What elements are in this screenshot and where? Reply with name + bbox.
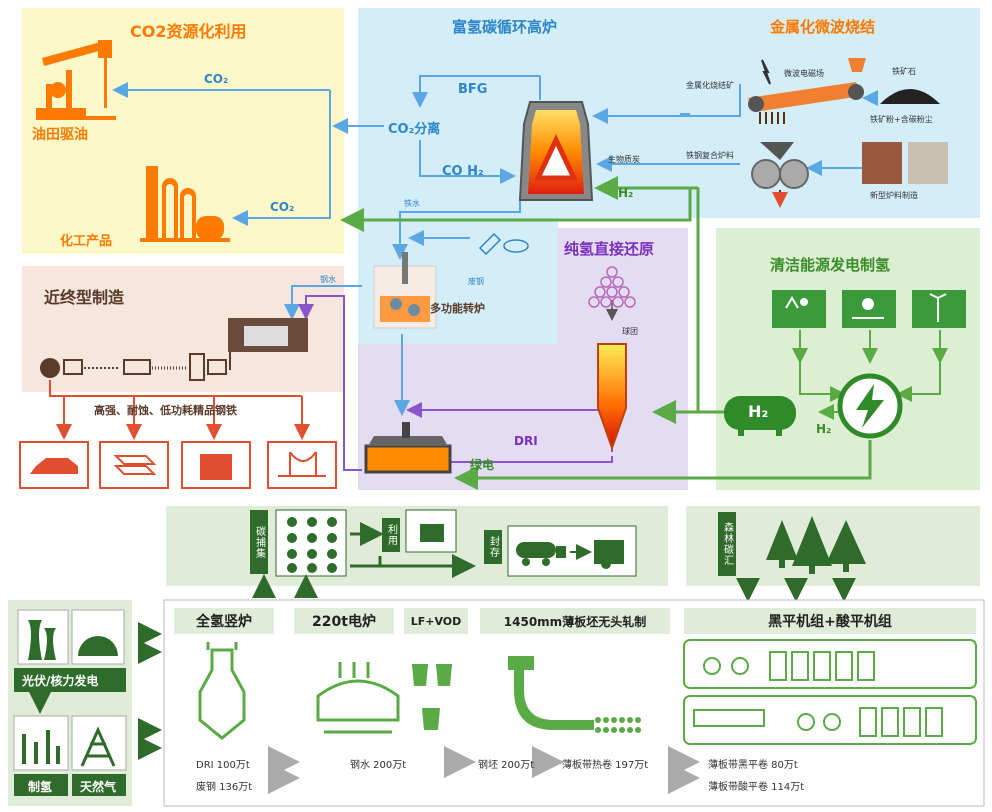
nearnet-line-icon — [40, 318, 308, 381]
scrap-label: 废钢 — [468, 277, 484, 286]
co2-title: CO2资源化利用 — [130, 22, 247, 41]
co-h2-label: CO H₂ — [442, 164, 484, 179]
chem-product-label: 化工产品 — [60, 234, 113, 249]
iron-water-label: 铁水 — [404, 199, 420, 208]
ccus-label: 碳捕集 — [250, 510, 268, 574]
eaf-220t-icon — [316, 662, 400, 734]
burden-sample-2 — [908, 142, 948, 184]
shaft-furnace-icon — [597, 343, 627, 452]
co2-separation-label: CO₂分离 — [388, 122, 441, 137]
title-eaf: 220t电炉 — [294, 608, 394, 634]
top-diagram — [19, 40, 966, 490]
caster-icon — [508, 656, 641, 733]
electrolysis-icon — [837, 373, 903, 439]
dri-label: DRI — [514, 434, 538, 448]
use-label: 利用 — [382, 518, 400, 552]
iron-ore-icon — [880, 89, 940, 104]
dri-title: 纯氢直接还原 — [564, 240, 655, 258]
title-shaft-furnace: 全氢竖炉 — [174, 608, 274, 634]
solar-dome-icon — [71, 609, 125, 665]
pellets-icon — [588, 266, 636, 308]
pv-nuclear-label-bg — [14, 668, 126, 692]
product-bridge-icon — [267, 441, 337, 489]
microwave-label: 微波电磁场 — [784, 69, 824, 78]
sinter-title: 金属化微波烧结 — [770, 18, 876, 36]
forest-trees-icon — [766, 516, 866, 574]
bottom-diagram — [8, 509, 985, 807]
co2-label-top: CO₂ — [204, 72, 229, 86]
pv-nuclear-label: 光伏/核力发电 — [22, 674, 99, 688]
natural-gas-label: 天然气 — [80, 780, 117, 794]
nearnet-title: 近终型制造 — [44, 288, 125, 307]
output-steel: 钢水 200万t — [350, 760, 407, 771]
output-black: 薄板带黑平卷 80万t — [708, 760, 798, 771]
output-acid: 薄板带酸平卷 114万t — [708, 782, 805, 793]
iron-ore-label: 铁矿石 — [892, 67, 916, 76]
h2-tank-icon — [724, 396, 796, 436]
pellet-label: 球团 — [622, 327, 638, 336]
nuclear-plant-icon — [17, 609, 69, 665]
burden-sample-1 — [862, 142, 902, 184]
ladle-icon — [412, 664, 452, 730]
eaf-icon — [364, 422, 452, 474]
output-slab: 钢坯 200万t — [478, 760, 535, 771]
gas-tower-icon — [71, 715, 127, 771]
product-steel-plate-icon — [99, 441, 169, 489]
forest-label: 森林碳汇 — [718, 512, 736, 576]
wind-turbine-icon — [912, 290, 966, 328]
solar-thermal-icon — [842, 290, 896, 328]
product-transformer-icon — [181, 441, 251, 489]
blast-furnace-icon — [518, 101, 594, 201]
furnace-title: 富氢碳循环高炉 — [452, 18, 558, 36]
store-label: 封存 — [484, 530, 502, 564]
process-frame — [163, 599, 985, 807]
gas-label-bg — [72, 774, 126, 796]
clean-title: 清洁能源发电制氢 — [770, 256, 891, 274]
h2-label-furnace: H₂ — [618, 186, 634, 200]
new-burden-label: 新型炉料制造 — [870, 191, 918, 200]
composite-burden-label: 铁钢复合炉料 — [686, 151, 734, 160]
output-scrap: 废钢 136万t — [196, 782, 253, 793]
oil-field-label: 油田驱油 — [32, 127, 88, 143]
ore-powder-label: 铁矿粉+含碳粉尘 — [870, 115, 933, 124]
solar-panel-icon — [772, 290, 826, 328]
h2-output-label: H₂ — [816, 422, 832, 436]
tanker-truck-icon — [516, 542, 566, 566]
h2-plant-icon — [13, 715, 69, 771]
co2-label-bottom: CO₂ — [270, 200, 295, 214]
sinter-machine-icon — [748, 58, 866, 124]
title-mill: 黑平机组+酸平机组 — [684, 608, 976, 634]
bfg-label: BFG — [458, 82, 488, 97]
biomass-label: 生物质炭 — [608, 155, 640, 164]
scrap-icon — [478, 232, 529, 256]
h2-shaft-furnace-icon — [198, 642, 246, 740]
title-caster: 1450mm薄板坯无头轧制 — [480, 608, 670, 634]
metal-ore-label: 金属化烧结矿 — [686, 81, 734, 90]
chemical-plant-icon — [140, 166, 230, 242]
co2-cart-icon — [420, 524, 444, 542]
mill-line-icon — [683, 639, 977, 745]
h2-make-label-bg — [14, 774, 68, 796]
oil-pump-icon — [36, 40, 116, 120]
converter-label: 多功能转炉 — [430, 302, 485, 315]
output-coil: 薄板带热卷 197万t — [562, 760, 649, 771]
h2-make-label: 制氢 — [28, 780, 53, 794]
capture-fans-icon — [275, 509, 347, 577]
h2-tank-label: H₂ — [748, 402, 769, 421]
product-car-icon — [19, 441, 89, 489]
green-power-label: 绿电 — [470, 458, 495, 472]
output-dri: DRI 100万t — [196, 760, 250, 771]
converter-icon — [373, 252, 437, 329]
storage-plant-icon — [594, 540, 624, 569]
title-lf-vod: LF+VOD — [404, 608, 468, 634]
nearnet-products-label: 高强、耐蚀、低功耗精品钢铁 — [94, 404, 237, 417]
steel-water-label: 钢水 — [320, 275, 336, 284]
roller-press-icon — [751, 142, 809, 208]
